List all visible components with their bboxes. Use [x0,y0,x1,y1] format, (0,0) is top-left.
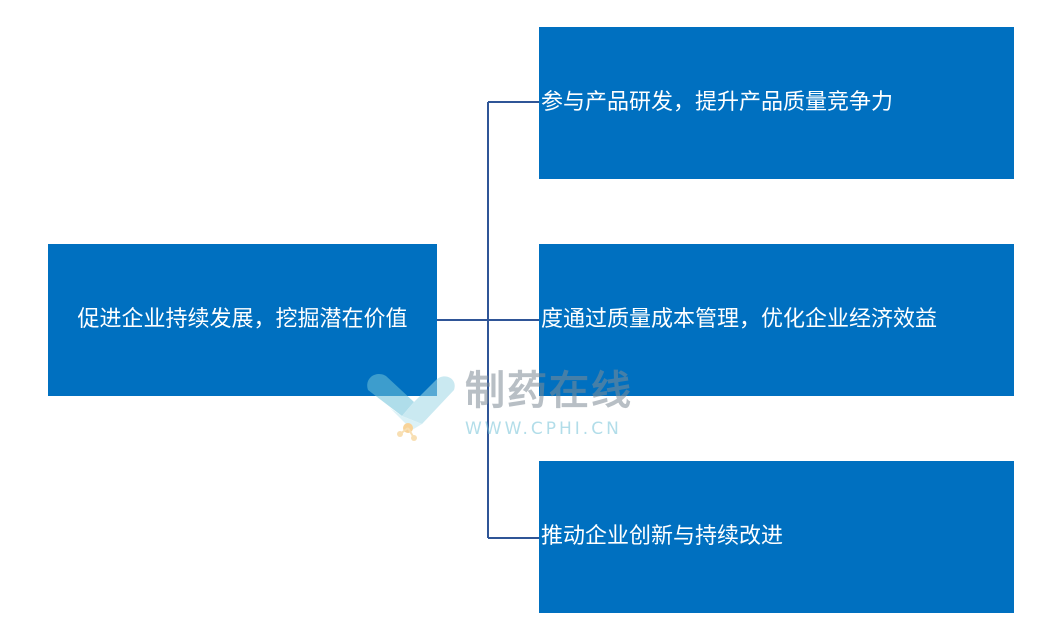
watermark-logo-icon [367,373,455,441]
watermark-title: 制药在线 [465,368,633,414]
root-node: 促进企业持续发展，挖掘潜在价值 [48,244,437,396]
watermark: 制药在线 WWW.CPHI.CN [362,368,662,448]
branch-node-1: 参与产品研发，提升产品质量竞争力 [539,27,1014,179]
branch-node-2-label: 度通过质量成本管理，优化企业经济效益 [541,306,938,332]
root-node-label: 促进企业持续发展，挖掘潜在价值 [77,306,408,332]
branch-node-2: 度通过质量成本管理，优化企业经济效益 [539,244,1014,396]
branch-node-1-label: 参与产品研发，提升产品质量竞争力 [541,89,894,115]
branch-node-3: 推动企业创新与持续改进 [539,461,1014,613]
branch-node-3-label: 推动企业创新与持续改进 [541,523,784,549]
watermark-url: WWW.CPHI.CN [465,419,622,439]
